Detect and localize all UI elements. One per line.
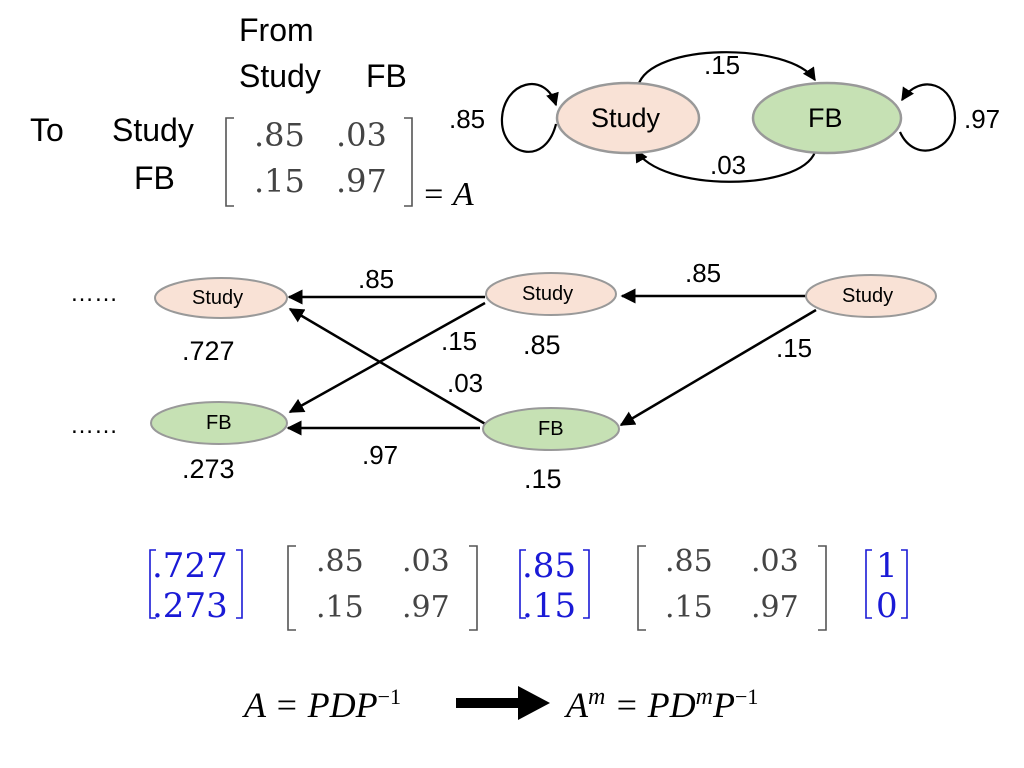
matrix2-21: .15 <box>665 590 713 625</box>
matrix1-11: .85 <box>316 544 364 579</box>
formula-lhs: A = PDP−1 <box>244 684 401 726</box>
edge-study-self <box>500 83 559 153</box>
trellis-edge-label-m-fb-l-study: .03 <box>447 368 484 398</box>
formula-rhs-exp: −1 <box>734 684 759 709</box>
trellis-left-fb-label: FB <box>206 412 232 434</box>
row-header-study: Study <box>112 112 194 148</box>
matrix-a-12: .03 <box>336 116 387 154</box>
ellipsis-fb: …… <box>70 412 118 439</box>
formula-rhs-mid: = PD <box>605 685 696 725</box>
state-diagram-edges <box>500 51 957 183</box>
from-label: From <box>239 12 314 48</box>
edge-m-fb-l-study <box>288 307 488 427</box>
matrix1-12: .03 <box>402 544 450 579</box>
formula-rhs: Am = PDmP−1 <box>566 684 758 726</box>
node-study <box>555 81 701 155</box>
row-header-fb: FB <box>134 160 175 196</box>
trellis-edge-label-m-study-l-study: .85 <box>358 264 395 294</box>
edge-fb-to-study <box>635 148 817 183</box>
trellis-mid-study-label: Study <box>522 283 574 305</box>
formula-lhs-exp: −1 <box>377 684 402 709</box>
trellis-node-mid-fb <box>482 407 620 451</box>
formula-rhs-m: m <box>588 684 606 710</box>
node-study-label: Study <box>591 103 661 133</box>
edge-label-study-to-fb: .15 <box>704 50 741 80</box>
trellis-mid-fb-label: FB <box>538 418 564 440</box>
formula-lhs-text: A = PDP <box>244 685 378 725</box>
trellis-edges <box>286 288 817 436</box>
edge-study-to-fb <box>636 51 816 87</box>
implies-arrow <box>456 686 550 720</box>
matrix-a-22: .97 <box>336 162 387 200</box>
trellis-edge-label-m-fb-l-fb: .97 <box>362 440 399 470</box>
top-matrix-brackets <box>225 117 413 207</box>
trellis-node-right-study <box>805 274 937 318</box>
formula-rhs-p: P <box>712 685 735 725</box>
matrix2-22: .97 <box>751 590 799 625</box>
edge-label-fb-to-study: .03 <box>710 150 747 180</box>
edge-fb-self <box>898 83 957 152</box>
trellis-right-study-label: Study <box>842 285 894 307</box>
matrix1-22: .97 <box>402 590 450 625</box>
trellis-node-left-fb <box>150 401 288 445</box>
trellis-left-study-label: Study <box>192 287 244 309</box>
edge-label-study-self: .85 <box>449 104 486 134</box>
matrix2-12: .03 <box>751 544 799 579</box>
trellis-edge-label-m-study-l-fb: .15 <box>441 326 478 356</box>
to-label: To <box>30 112 64 148</box>
equation-brackets <box>149 545 908 631</box>
equals-a: = A <box>422 176 474 213</box>
trellis-edge-label-r-study-m-study: .85 <box>685 258 722 288</box>
col-header-study: Study <box>239 58 321 94</box>
initial-vector-bottom: 0 <box>876 586 898 626</box>
formula-rhs-base: A <box>566 685 588 725</box>
matrix1-21: .15 <box>316 590 364 625</box>
result-vector-top: .727 <box>152 546 228 586</box>
trellis-node-left-study <box>154 277 288 319</box>
matrix-a-11: .85 <box>254 116 305 154</box>
mid-vector-top: .85 <box>522 546 577 586</box>
result-vector-bottom: .273 <box>152 586 228 626</box>
matrix2-11: .85 <box>665 544 713 579</box>
edge-r-study-m-fb <box>619 308 817 427</box>
trellis-mid-study-prob: .85 <box>523 330 561 360</box>
node-fb-label: FB <box>808 103 843 133</box>
initial-vector-top: 1 <box>876 546 898 586</box>
col-header-fb: FB <box>366 58 407 94</box>
matrix-a-21: .15 <box>254 162 305 200</box>
formula-rhs-mid-exp: m <box>695 684 713 710</box>
edge-label-fb-self: .97 <box>964 104 1001 134</box>
node-fb <box>751 81 903 155</box>
trellis-left-fb-prob: .273 <box>182 454 235 484</box>
trellis-left-study-prob: .727 <box>182 336 235 366</box>
edge-m-study-l-fb <box>288 301 486 414</box>
trellis-edge-label-r-study-m-fb: .15 <box>776 333 813 363</box>
mid-vector-bottom: .15 <box>522 586 577 626</box>
trellis-mid-fb-prob: .15 <box>524 464 562 494</box>
trellis-node-mid-study <box>485 272 617 316</box>
ellipsis-study: …… <box>70 280 118 307</box>
